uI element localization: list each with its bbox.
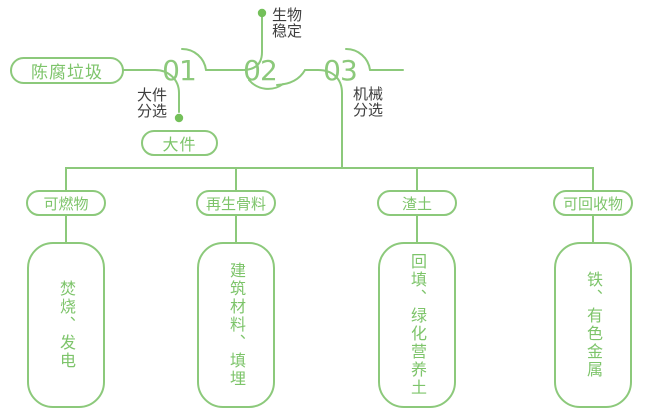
arc-under-02 — [248, 79, 284, 90]
result-box-recyclable: 铁、有色金属 — [554, 242, 632, 408]
category-node-slag-soil: 渣土 — [377, 190, 457, 216]
bulky-endpoint-dot — [174, 113, 184, 123]
label-mechanical-sorting: 机械 分选 — [353, 85, 384, 119]
disposal-text: 铁、有色金属 — [584, 271, 603, 379]
category-label: 可回收物 — [562, 194, 623, 213]
category-label: 可燃物 — [43, 194, 89, 213]
disposal-text: 回填、绿化营养土 — [408, 253, 427, 397]
source-label: 陈腐垃圾 — [31, 63, 103, 83]
category-node-recycled-aggregate: 再生骨料 — [196, 190, 276, 216]
connector-lines — [65, 16, 594, 243]
disposal-text: 建筑材料、填埋 — [227, 262, 246, 388]
arc-over-03 — [345, 47, 371, 71]
swoosh-02-to-line — [276, 69, 306, 86]
branch-trunk-line — [65, 167, 594, 191]
bulky-output-node: 大件 — [141, 130, 218, 156]
category-label: 渣土 — [401, 194, 432, 213]
step-number-03: 03 — [323, 54, 358, 87]
curve-01-down-to-bulky — [154, 69, 180, 113]
bulky-output-label: 大件 — [162, 135, 197, 154]
result-box-recycled-aggregate: 建筑材料、填埋 — [197, 242, 275, 408]
bio-endpoint-dot — [257, 8, 267, 18]
arc-over-01 — [181, 47, 207, 71]
step-number-02: 02 — [243, 54, 278, 87]
curve-03-down-to-branch — [317, 69, 343, 169]
category-label: 再生骨料 — [205, 194, 266, 213]
connector-dots — [174, 8, 267, 123]
line-bio-down-to-02 — [243, 16, 263, 71]
label-bulky-sorting: 大件 分选 — [137, 86, 168, 120]
disposal-text: 焚烧、发电 — [57, 280, 76, 370]
step-number-01: 01 — [162, 54, 197, 87]
source-node: 陈腐垃圾 — [10, 57, 124, 84]
result-box-slag-soil: 回填、绿化营养土 — [378, 242, 456, 408]
category-node-combustible: 可燃物 — [26, 190, 106, 216]
result-box-combustible: 焚烧、发电 — [27, 242, 105, 408]
category-node-recyclable: 可回收物 — [553, 190, 633, 216]
label-bio-stabilization: 生物 稳定 — [272, 6, 303, 40]
